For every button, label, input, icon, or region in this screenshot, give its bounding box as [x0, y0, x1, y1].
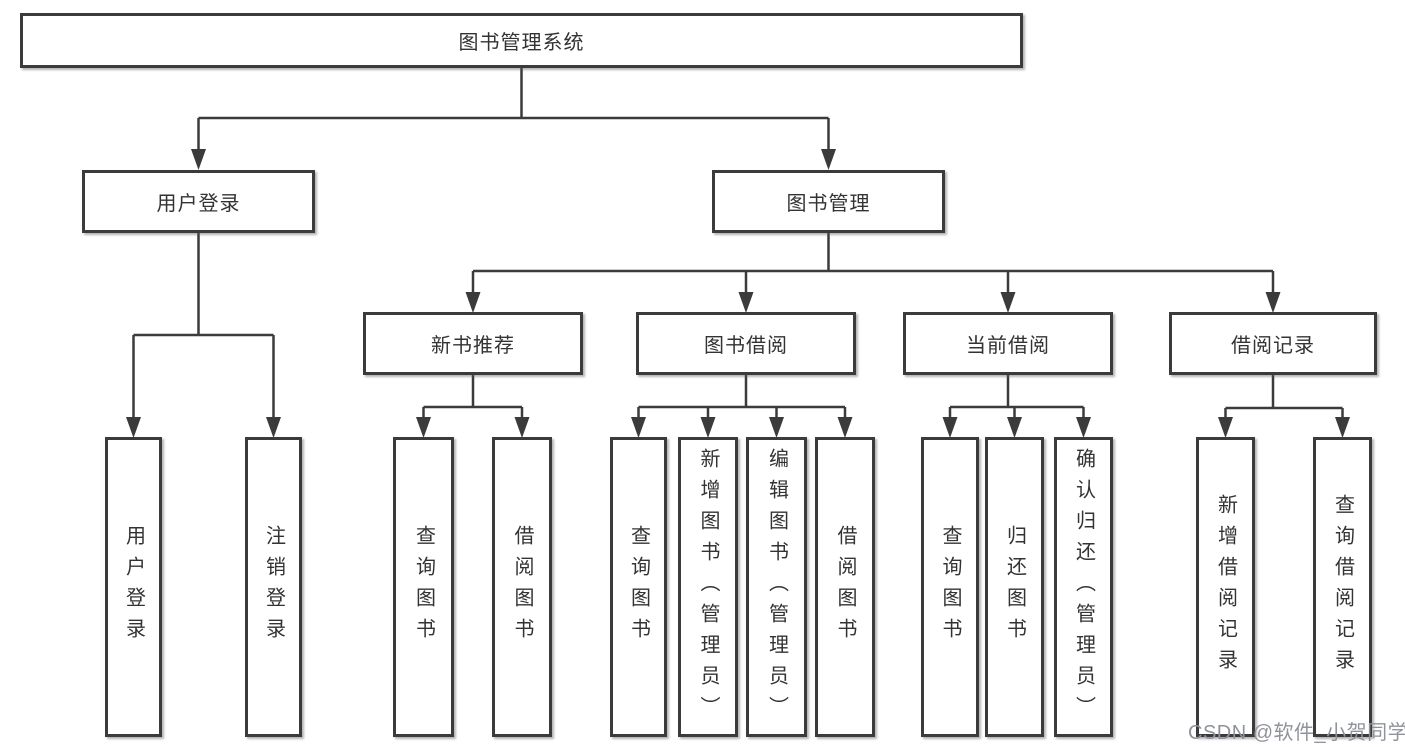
node-add-book-admin-label: 新增图书（管理员） [697, 447, 719, 727]
node-borrow-books-borrowing-label: 借阅图书 [834, 525, 856, 649]
node-return-book: 归还图书 [985, 437, 1044, 737]
node-borrow-books-recommend: 借阅图书 [492, 437, 552, 737]
edge-book-mgmt-to-level3 [465, 233, 1281, 313]
node-return-book-label: 归还图书 [1003, 525, 1026, 649]
node-current-borrowing: 当前借阅 [903, 312, 1113, 375]
node-query-borrow-record-label: 查询借阅记录 [1331, 494, 1354, 680]
node-library-system-label: 图书管理系统 [458, 32, 585, 54]
edge-root-to-level2 [191, 68, 836, 170]
node-add-borrow-record-label: 新增借阅记录 [1214, 494, 1237, 680]
node-borrowing-records-label: 借阅记录 [1231, 335, 1315, 357]
node-query-borrow-record: 查询借阅记录 [1313, 437, 1372, 737]
node-query-books-recommend: 查询图书 [393, 437, 454, 737]
edge-user-login-to-leaves [126, 233, 281, 438]
node-new-book-recommend: 新书推荐 [363, 312, 583, 375]
node-leaf-user-login-label: 用户登录 [122, 525, 145, 649]
node-borrowing-records: 借阅记录 [1169, 312, 1377, 375]
node-book-management-label: 图书管理 [786, 193, 871, 215]
node-add-borrow-record: 新增借阅记录 [1196, 437, 1255, 737]
node-current-borrowing-label: 当前借阅 [966, 335, 1050, 357]
node-confirm-return-admin: 确认归还（管理员） [1054, 437, 1113, 737]
node-query-books-borrowing: 查询图书 [610, 437, 667, 737]
node-borrow-books-recommend-label: 借阅图书 [511, 525, 533, 649]
node-new-book-recommend-label: 新书推荐 [431, 335, 515, 357]
node-query-books-current: 查询图书 [921, 437, 979, 737]
node-leaf-logout: 注销登录 [245, 437, 302, 737]
node-query-books-recommend-label: 查询图书 [412, 525, 435, 649]
edge-new-book-recommend-to-leaves [416, 375, 530, 438]
node-add-book-admin: 新增图书（管理员） [678, 437, 738, 737]
edge-book-borrowing-to-leaves [631, 375, 853, 438]
node-edit-book-admin-label: 编辑图书（管理员） [765, 447, 788, 727]
node-query-books-borrowing-label: 查询图书 [627, 525, 650, 649]
node-user-login-label: 用户登录 [156, 193, 241, 215]
node-book-borrowing: 图书借阅 [636, 312, 856, 375]
node-leaf-user-login: 用户登录 [105, 437, 162, 737]
node-user-login: 用户登录 [82, 170, 315, 233]
node-confirm-return-admin-label: 确认归还（管理员） [1072, 447, 1095, 727]
edge-borrowing-records-to-leaves [1218, 375, 1350, 438]
node-book-management: 图书管理 [712, 170, 945, 233]
node-borrow-books-borrowing: 借阅图书 [815, 437, 875, 737]
csdn-watermark: CSDN @软件_小贺同学 [1188, 722, 1405, 744]
node-leaf-logout-label: 注销登录 [262, 525, 285, 649]
node-query-books-current-label: 查询图书 [939, 525, 961, 649]
edge-current-borrowing-to-leaves [942, 375, 1091, 438]
node-book-borrowing-label: 图书借阅 [704, 335, 788, 357]
node-library-system: 图书管理系统 [20, 13, 1023, 68]
node-edit-book-admin: 编辑图书（管理员） [746, 437, 807, 737]
